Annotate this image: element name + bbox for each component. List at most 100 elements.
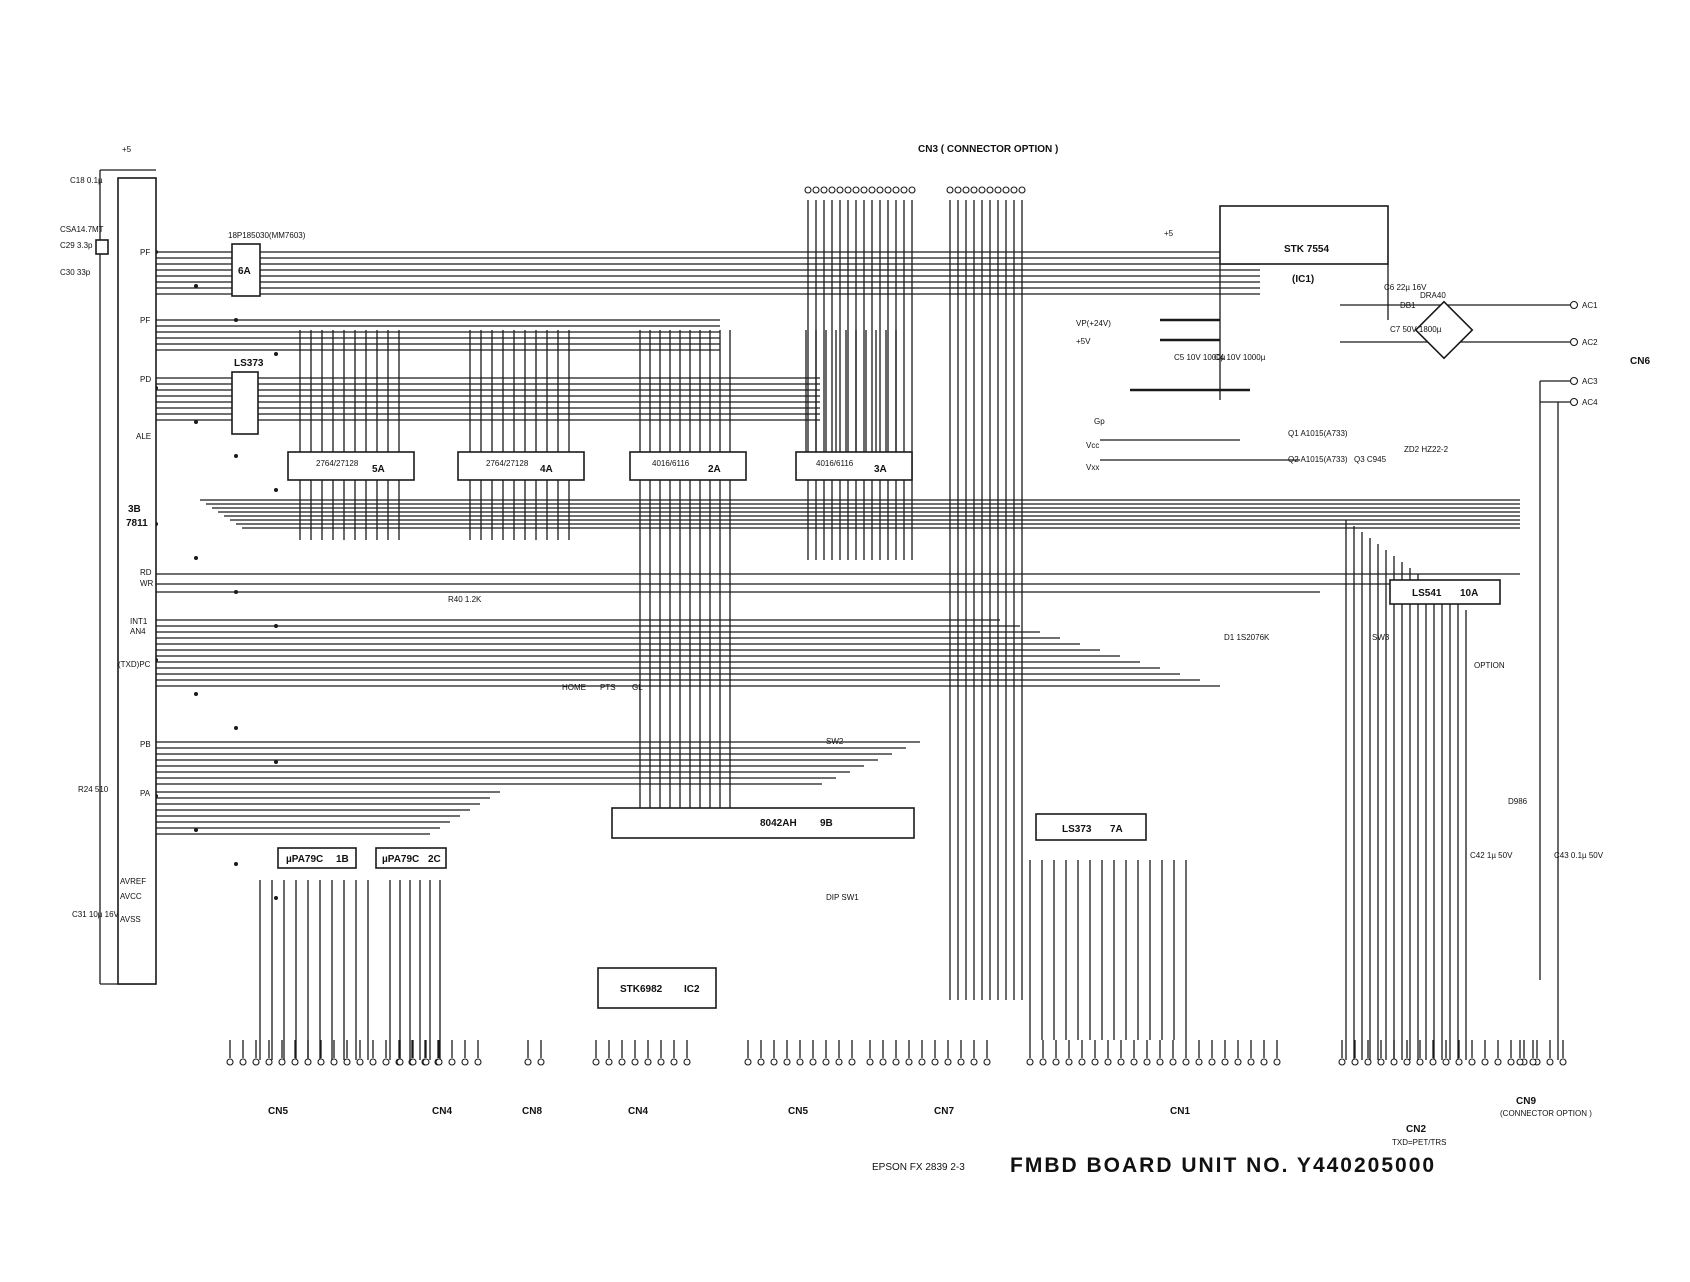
connector-pin — [291, 1058, 299, 1066]
connector-pin — [226, 1058, 234, 1066]
driver-part: STK6982 — [620, 984, 663, 995]
array-2c-part: µPA79C — [382, 854, 419, 865]
connector-pin — [1078, 1058, 1086, 1066]
connector-pin — [866, 1058, 874, 1066]
connector-pin — [946, 186, 954, 194]
cn4-label: CN4 — [432, 1106, 452, 1117]
connector-pin — [592, 1058, 600, 1066]
q3-label: Q3 C945 — [1354, 455, 1387, 464]
q1-label: Q1 A1015(A733) — [1288, 429, 1348, 438]
chip-array-1b: µPA79C 1B — [277, 847, 357, 869]
cn2-sub: TXD=PET/TRS — [1392, 1138, 1446, 1147]
connector-pin — [317, 1058, 325, 1066]
connector-pin — [1130, 1058, 1138, 1066]
connector-pin — [631, 1058, 639, 1066]
connector-pin — [1221, 1058, 1229, 1066]
connector-pin — [868, 186, 876, 194]
eprom-4a-part: 2764/27128 — [486, 459, 529, 468]
vcc-label: Vcc — [1086, 441, 1099, 450]
connector-pin — [1403, 1058, 1411, 1066]
pin-pb: PB — [140, 740, 151, 749]
connector-pin — [1195, 1058, 1203, 1066]
main-cpu-part: 7811 — [126, 518, 148, 529]
gl-label: GL — [632, 683, 643, 692]
pin-pd: PD — [140, 375, 151, 384]
pin-txd: (TXD)PC — [118, 660, 151, 669]
c4-label: C4 10V 1000µ — [1214, 353, 1266, 362]
connector-pin — [435, 1058, 443, 1066]
connector-pin — [1338, 1058, 1346, 1066]
c18-label: C18 0.1µ — [70, 176, 103, 185]
driver-ref: IC2 — [684, 984, 700, 995]
cn9-label: CN9 — [1516, 1096, 1536, 1107]
connector-pin — [1481, 1058, 1489, 1066]
connector-pin — [1010, 186, 1018, 194]
connector-pin — [848, 1058, 856, 1066]
connector-pin — [970, 186, 978, 194]
connector-pin — [1559, 1058, 1567, 1066]
connector-pin — [1260, 1058, 1268, 1066]
connector-pin — [343, 1058, 351, 1066]
pin-int: INT1 — [130, 617, 148, 626]
connector-pin — [644, 1058, 652, 1066]
db-label: DB1 — [1400, 301, 1416, 310]
connector-pin — [1429, 1058, 1437, 1066]
chip-eprom-5a: 5A 2764/27128 — [287, 451, 415, 481]
connector-pin — [605, 1058, 613, 1066]
chip-ram-3a: 3A 4016/6116 — [795, 451, 913, 481]
plus5-reg: +5 — [1164, 229, 1174, 238]
connector-pin — [804, 186, 812, 194]
cn5-label: CN5 — [268, 1106, 288, 1117]
connector-pin — [900, 186, 908, 194]
chip-buffer-10a: LS541 10A — [1389, 579, 1501, 605]
latch-7a-ref: 7A — [1110, 824, 1123, 835]
footer: EPSON FX 2839 2-3 FMBD BOARD UNIT NO. Y4… — [872, 1154, 1436, 1177]
power-section: VP(+24V) +5V +5 Vcc Vxx Gp C5 10V 1000µ … — [1076, 229, 1449, 472]
home-label: HOME — [562, 683, 586, 692]
connector-pin — [683, 1058, 691, 1066]
connector-pin — [1065, 1058, 1073, 1066]
junction-dot — [234, 318, 238, 322]
junction-dot — [274, 760, 278, 764]
connector-pin — [657, 1058, 665, 1066]
connector-pin — [892, 1058, 900, 1066]
ac2-label: AC2 — [1582, 338, 1598, 347]
ac4-label: AC4 — [1582, 398, 1598, 407]
connector-pin — [448, 1058, 456, 1066]
signal-labels: HOME PTS GL SW2 DIP SW1 SW3 OPTION R40 1… — [448, 595, 1604, 902]
connector-pin — [1273, 1058, 1281, 1066]
eprom-5a-ref: 5A — [372, 464, 385, 475]
plus5v-label: +5V — [1076, 337, 1091, 346]
connector-pin — [670, 1058, 678, 1066]
connector-pin — [409, 1058, 417, 1066]
connector-pin — [1104, 1058, 1112, 1066]
cn8-label: CN8 — [522, 1106, 542, 1117]
junction-dot — [274, 488, 278, 492]
connector-pin — [304, 1058, 312, 1066]
connector-pin — [812, 186, 820, 194]
dra-label: DRA40 — [1420, 291, 1446, 300]
regulator-ref: (IC1) — [1292, 274, 1314, 285]
connector-pin — [957, 1058, 965, 1066]
cn1-label: CN1 — [1170, 1106, 1190, 1117]
chip-eprom-4a: 4A 2764/27128 — [457, 451, 585, 481]
connector-pin — [1351, 1058, 1359, 1066]
cn3-title: CN3 ( CONNECTOR OPTION ) — [918, 144, 1058, 155]
ram-2a-ref: 2A — [708, 464, 721, 475]
buffer-10a-part: LS541 — [1412, 588, 1442, 599]
connector-pin — [1416, 1058, 1424, 1066]
plus5-cpu: +5 — [122, 145, 132, 154]
ram-2a-part: 4016/6116 — [652, 459, 690, 468]
sw2-label: SW2 — [826, 737, 844, 746]
junction-dot — [234, 862, 238, 866]
board-title: FMBD BOARD UNIT NO. Y440205000 — [1010, 1154, 1436, 1177]
connector-pin — [1247, 1058, 1255, 1066]
c31-label: C31 10µ 16V — [72, 910, 120, 919]
chip-regulator: STK 7554 (IC1) — [1219, 205, 1389, 285]
connector-pin — [1026, 1058, 1034, 1066]
d986-label: D986 — [1508, 797, 1528, 806]
pin-ale: ALE — [136, 432, 151, 441]
q2-label: Q2 A1015(A733) — [1288, 455, 1348, 464]
dip-label: DIP SW1 — [826, 893, 859, 902]
